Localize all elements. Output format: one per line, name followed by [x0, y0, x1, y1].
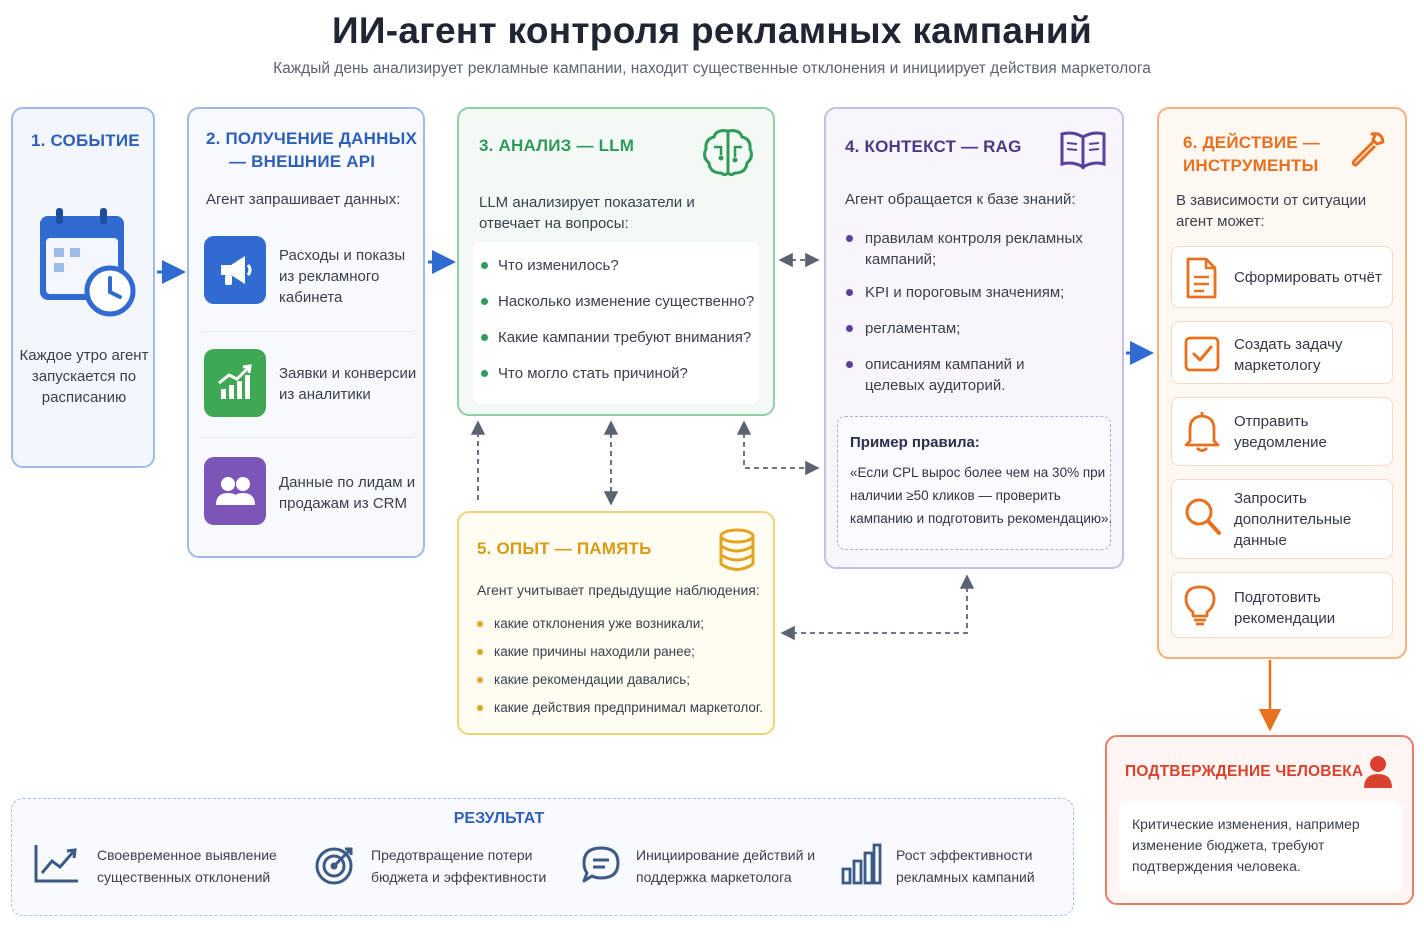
memory-item-1: какие отклонения уже возникали;	[494, 616, 705, 631]
question-4: Что могло стать причиной?	[498, 365, 688, 382]
confirmation-card: ПОДТВЕРЖДЕНИЕ ЧЕЛОВЕКА Критические измен…	[1105, 735, 1414, 905]
data-item-2: Заявки и конверсии из аналитики	[279, 365, 417, 403]
event-text: Каждое утро агент запускается по расписа…	[19, 347, 149, 406]
memory-card: 5. ОПЫТ — ПАМЯТЬ Агент учитывает предыду…	[457, 511, 775, 735]
tool-task[interactable]: Создать задачу маркетологу	[1171, 321, 1393, 384]
question-2: Насколько изменение существенно?	[498, 293, 755, 310]
data-item-1: Расходы и показы из рекламного кабинета	[279, 247, 406, 306]
result-item-2: Предотвращение потери бюджета и эффектив…	[371, 847, 547, 885]
actions-title-line1: 6. ДЕЙСТВИЕ —	[1183, 133, 1320, 152]
checkbox-icon	[1184, 336, 1220, 372]
result-item-1: Своевременное выявление существенных отк…	[97, 847, 277, 885]
megaphone-icon	[221, 256, 252, 285]
result-title: РЕЗУЛЬТАТ	[453, 810, 545, 827]
confirmation-text: Критические изменения, например изменени…	[1132, 816, 1360, 874]
analysis-title: 3. АНАЛИЗ — LLM	[479, 136, 635, 155]
trend-up-icon	[34, 845, 78, 883]
growth-tile	[204, 349, 266, 417]
target-icon	[315, 847, 353, 885]
question-bullet	[481, 370, 488, 377]
tool-recommend-label: Подготовить рекомендации	[1234, 589, 1336, 627]
calendar-clock-icon	[40, 208, 136, 317]
actions-title-line2: ИНСТРУМЕНТЫ	[1183, 156, 1319, 175]
memory-title: 5. ОПЫТ — ПАМЯТЬ	[477, 539, 652, 558]
arrow-context-memory	[780, 574, 975, 641]
context-title: 4. КОНТЕКСТ — RAG	[845, 137, 1022, 156]
brain-icon	[703, 129, 753, 176]
page-subtitle: Каждый день анализирует рекламные кампан…	[273, 60, 1151, 77]
chat-icon	[582, 846, 620, 883]
database-icon	[719, 528, 755, 571]
page-title: ИИ-агент контроля рекламных кампаний	[331, 10, 1092, 51]
tool-report-label: Сформировать отчёт	[1234, 269, 1382, 286]
person-icon	[1364, 756, 1392, 788]
memory-bullet	[477, 649, 483, 655]
tool-recommend[interactable]: Подготовить рекомендации	[1171, 572, 1393, 638]
context-bullet	[846, 235, 853, 242]
result-item-3: Инициирование действий и поддержка марке…	[636, 847, 816, 885]
question-3: Какие кампании требуют внимания?	[498, 329, 752, 346]
tool-notify-label: Отправить уведомление	[1234, 413, 1327, 451]
rule-title: Пример правила:	[850, 434, 980, 451]
lightbulb-icon	[1184, 585, 1216, 626]
tool-notify[interactable]: Отправить уведомление	[1171, 397, 1393, 466]
arrow-analysis-context-lower	[736, 420, 820, 476]
people-icon	[216, 477, 255, 505]
rule-example-box	[837, 416, 1111, 550]
data-divider-2	[201, 437, 413, 438]
question-bullet	[481, 334, 488, 341]
document-icon	[1186, 257, 1217, 299]
memory-item-2: какие причины находили ранее;	[494, 644, 695, 659]
search-icon	[1185, 498, 1221, 535]
megaphone-tile	[204, 236, 266, 304]
memory-item-3: какие рекомендации давались;	[494, 672, 691, 687]
analysis-questions-panel	[473, 242, 759, 404]
context-intro: Агент обращается к базе знаний:	[845, 191, 1076, 208]
actions-intro: В зависимости от ситуации агент может:	[1176, 192, 1367, 230]
data-divider-1	[201, 331, 413, 332]
context-bullet	[846, 325, 853, 332]
context-item-1: правилам контроля рекламных кампаний;	[865, 230, 1083, 268]
bell-icon	[1184, 412, 1220, 452]
data-intro: Агент запрашивает данных:	[206, 191, 401, 208]
memory-bullet	[477, 677, 483, 683]
analysis-card: 3. АНАЛИЗ — LLM LLM анализирует показате…	[457, 107, 775, 416]
context-bullet	[846, 289, 853, 296]
question-bullet	[481, 298, 488, 305]
people-tile	[204, 457, 266, 525]
growth-chart-icon	[218, 364, 252, 399]
bar-chart-icon	[841, 843, 882, 885]
rule-text: «Если CPL вырос более чем на 30% при нал…	[850, 465, 1113, 526]
tool-task-label: Создать задачу маркетологу	[1234, 336, 1343, 374]
context-bullet	[846, 361, 853, 368]
context-card: 4. КОНТЕКСТ — RAG Агент обращается к баз…	[824, 107, 1124, 569]
book-icon	[1060, 131, 1106, 170]
context-item-4: описаниям кампаний и целевых аудиторий.	[865, 356, 1025, 394]
memory-bullet	[477, 621, 483, 627]
question-1: Что изменилось?	[498, 257, 619, 274]
memory-item-4: какие действия предпринимал маркетолог.	[494, 700, 763, 715]
analysis-intro: LLM анализирует показатели и отвечает на…	[479, 194, 695, 232]
data-card: 2. ПОЛУЧЕНИЕ ДАННЫХ — ВНЕШНИЕ API Агент …	[187, 107, 425, 558]
context-item-3: регламентам;	[865, 320, 961, 337]
context-item-2: KPI и пороговым значениям;	[865, 284, 1065, 301]
tool-report[interactable]: Сформировать отчёт	[1171, 246, 1393, 308]
confirmation-title: ПОДТВЕРЖДЕНИЕ ЧЕЛОВЕКА	[1125, 763, 1364, 780]
tool-request-label: Запросить дополнительные данные	[1234, 490, 1352, 549]
result-card	[11, 798, 1074, 916]
memory-intro: Агент учитывает предыдущие наблюдения:	[477, 582, 760, 598]
wrench-icon	[1351, 132, 1385, 167]
confirmation-panel	[1119, 801, 1402, 893]
question-bullet	[481, 262, 488, 269]
data-title-line2: — ВНЕШНИЕ API	[229, 152, 376, 171]
memory-bullet	[477, 705, 483, 711]
event-title: 1. СОБЫТИЕ	[31, 131, 140, 150]
data-title-line1: 2. ПОЛУЧЕНИЕ ДАННЫХ	[206, 129, 417, 148]
tool-request[interactable]: Запросить дополнительные данные	[1171, 479, 1393, 559]
data-item-3: Данные по лидам и продажам из CRM	[279, 474, 416, 512]
result-item-4: Рост эффективности рекламных кампаний	[896, 847, 1035, 885]
